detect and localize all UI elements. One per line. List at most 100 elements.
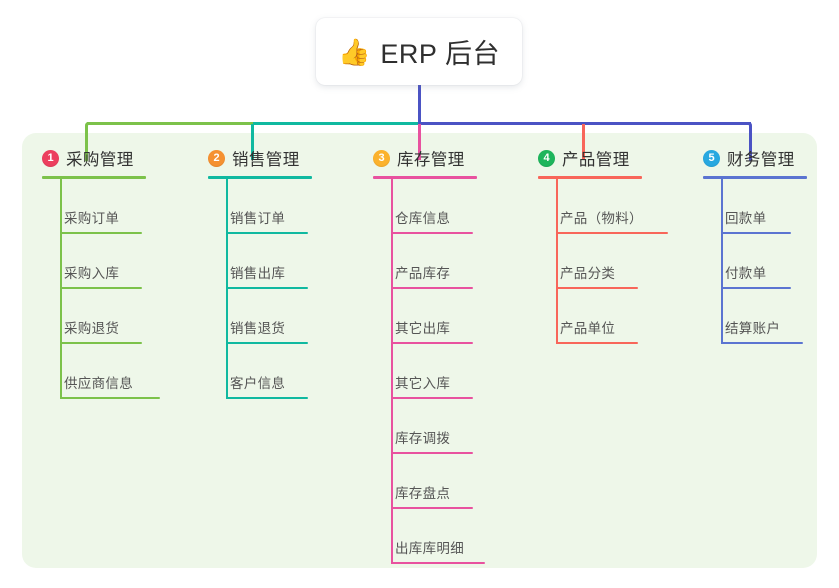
leaf-label: 库存调拨: [395, 431, 451, 446]
leaf-node[interactable]: 销售退货: [208, 289, 312, 344]
branches-panel: [22, 133, 817, 568]
leaf-node[interactable]: 客户信息: [208, 344, 312, 399]
leaf-underline: [226, 232, 308, 234]
leaf-label: 产品分类: [560, 266, 616, 281]
leaf-list-2: 销售订单销售出库销售退货客户信息: [208, 179, 312, 399]
branch-title-1: 采购管理: [66, 151, 134, 169]
branch-header-1[interactable]: 1 采购管理: [42, 146, 146, 170]
leaf-underline: [391, 562, 485, 564]
leaf-node[interactable]: 结算账户: [703, 289, 807, 344]
leaf-label: 回款单: [725, 211, 767, 226]
leaf-underline: [226, 342, 308, 344]
leaf-label: 出库库明细: [395, 541, 464, 556]
leaf-label: 产品（物料）: [560, 211, 643, 226]
leaf-label: 客户信息: [230, 376, 286, 391]
leaf-node[interactable]: 库存盘点: [373, 454, 477, 509]
leaf-underline: [391, 342, 473, 344]
leaf-node[interactable]: 采购订单: [42, 179, 146, 234]
branch-column-4: 4 产品管理产品（物料） 产品分类产品单位: [538, 146, 668, 344]
branch-header-3[interactable]: 3 库存管理: [373, 146, 477, 170]
leaf-underline: [226, 287, 308, 289]
branch-badge-2: 2: [208, 149, 225, 167]
leaf-label: 采购入库: [64, 266, 120, 281]
branch-badge-3: 3: [373, 149, 390, 167]
leaf-label: 库存盘点: [395, 486, 451, 501]
leaf-label: 供应商信息: [64, 376, 133, 391]
leaf-node[interactable]: 产品单位: [538, 289, 642, 344]
leaf-node[interactable]: 出库库明细: [373, 509, 485, 564]
branch-underline-5: [703, 176, 807, 179]
leaf-label: 采购退货: [64, 321, 120, 336]
leaf-node[interactable]: 其它入库: [373, 344, 477, 399]
branch-underline-1: [42, 176, 146, 179]
branch-underline-4: [538, 176, 642, 179]
branch-badge-5: 5: [703, 149, 720, 167]
leaf-underline: [60, 342, 142, 344]
leaf-list-5: 回款单付款单结算账户: [703, 179, 807, 344]
branch-title-5: 财务管理: [727, 151, 795, 169]
leaf-underline: [391, 397, 473, 399]
leaf-node[interactable]: 付款单: [703, 234, 807, 289]
leaf-label: 其它出库: [395, 321, 451, 336]
leaf-node[interactable]: 销售出库: [208, 234, 312, 289]
leaf-rail-2: [226, 179, 228, 399]
branch-header-2[interactable]: 2 销售管理: [208, 146, 312, 170]
leaf-node[interactable]: 采购退货: [42, 289, 146, 344]
leaf-node[interactable]: 产品库存: [373, 234, 477, 289]
branch-column-5: 5 财务管理回款单付款单结算账户: [703, 146, 807, 344]
leaf-rail-3: [391, 179, 393, 564]
leaf-underline: [391, 452, 473, 454]
leaf-label: 产品单位: [560, 321, 616, 336]
leaf-label: 仓库信息: [395, 211, 451, 226]
branch-title-4: 产品管理: [562, 151, 630, 169]
leaf-underline: [391, 507, 473, 509]
leaf-underline: [60, 232, 142, 234]
leaf-rail-5: [721, 179, 723, 344]
branch-header-4[interactable]: 4 产品管理: [538, 146, 642, 170]
leaf-underline: [556, 232, 668, 234]
leaf-node[interactable]: 产品分类: [538, 234, 642, 289]
thumbs-up-icon: 👍: [338, 36, 371, 67]
leaf-list-1: 采购订单采购入库采购退货供应商信息: [42, 179, 160, 399]
branch-title-2: 销售管理: [232, 151, 300, 169]
leaf-label: 付款单: [725, 266, 767, 281]
leaf-underline: [721, 342, 803, 344]
leaf-underline: [60, 397, 160, 399]
leaf-rail-1: [60, 179, 62, 399]
branch-column-3: 3 库存管理仓库信息产品库存其它出库其它入库库存调拨库存盘点出库库明细: [373, 146, 485, 564]
branch-column-1: 1 采购管理采购订单采购入库采购退货供应商信息: [42, 146, 160, 399]
leaf-underline: [226, 397, 308, 399]
leaf-underline: [721, 232, 791, 234]
leaf-node[interactable]: 库存调拨: [373, 399, 477, 454]
branch-header-5[interactable]: 5 财务管理: [703, 146, 807, 170]
leaf-label: 销售出库: [230, 266, 286, 281]
branch-title-3: 库存管理: [397, 151, 465, 169]
leaf-underline: [556, 342, 638, 344]
leaf-underline: [391, 287, 473, 289]
root-node-card[interactable]: 👍 ERP 后台: [316, 18, 522, 85]
branch-badge-4: 4: [538, 149, 555, 167]
leaf-underline: [721, 287, 791, 289]
root-node-title: ERP 后台: [380, 39, 500, 69]
leaf-node[interactable]: 回款单: [703, 179, 807, 234]
leaf-list-3: 仓库信息产品库存其它出库其它入库库存调拨库存盘点出库库明细: [373, 179, 485, 564]
leaf-node[interactable]: 供应商信息: [42, 344, 160, 399]
branch-badge-1: 1: [42, 149, 59, 167]
leaf-label: 采购订单: [64, 211, 120, 226]
leaf-node[interactable]: 销售订单: [208, 179, 312, 234]
leaf-node[interactable]: 仓库信息: [373, 179, 477, 234]
leaf-rail-4: [556, 179, 558, 344]
branch-underline-2: [208, 176, 312, 179]
leaf-list-4: 产品（物料） 产品分类产品单位: [538, 179, 668, 344]
leaf-label: 其它入库: [395, 376, 451, 391]
leaf-underline: [556, 287, 638, 289]
branch-column-2: 2 销售管理销售订单销售出库销售退货客户信息: [208, 146, 312, 399]
leaf-underline: [391, 232, 473, 234]
leaf-node[interactable]: 产品（物料）: [538, 179, 668, 234]
leaf-label: 产品库存: [395, 266, 451, 281]
leaf-underline: [60, 287, 142, 289]
leaf-label: 销售退货: [230, 321, 286, 336]
leaf-node[interactable]: 其它出库: [373, 289, 477, 344]
leaf-node[interactable]: 采购入库: [42, 234, 146, 289]
